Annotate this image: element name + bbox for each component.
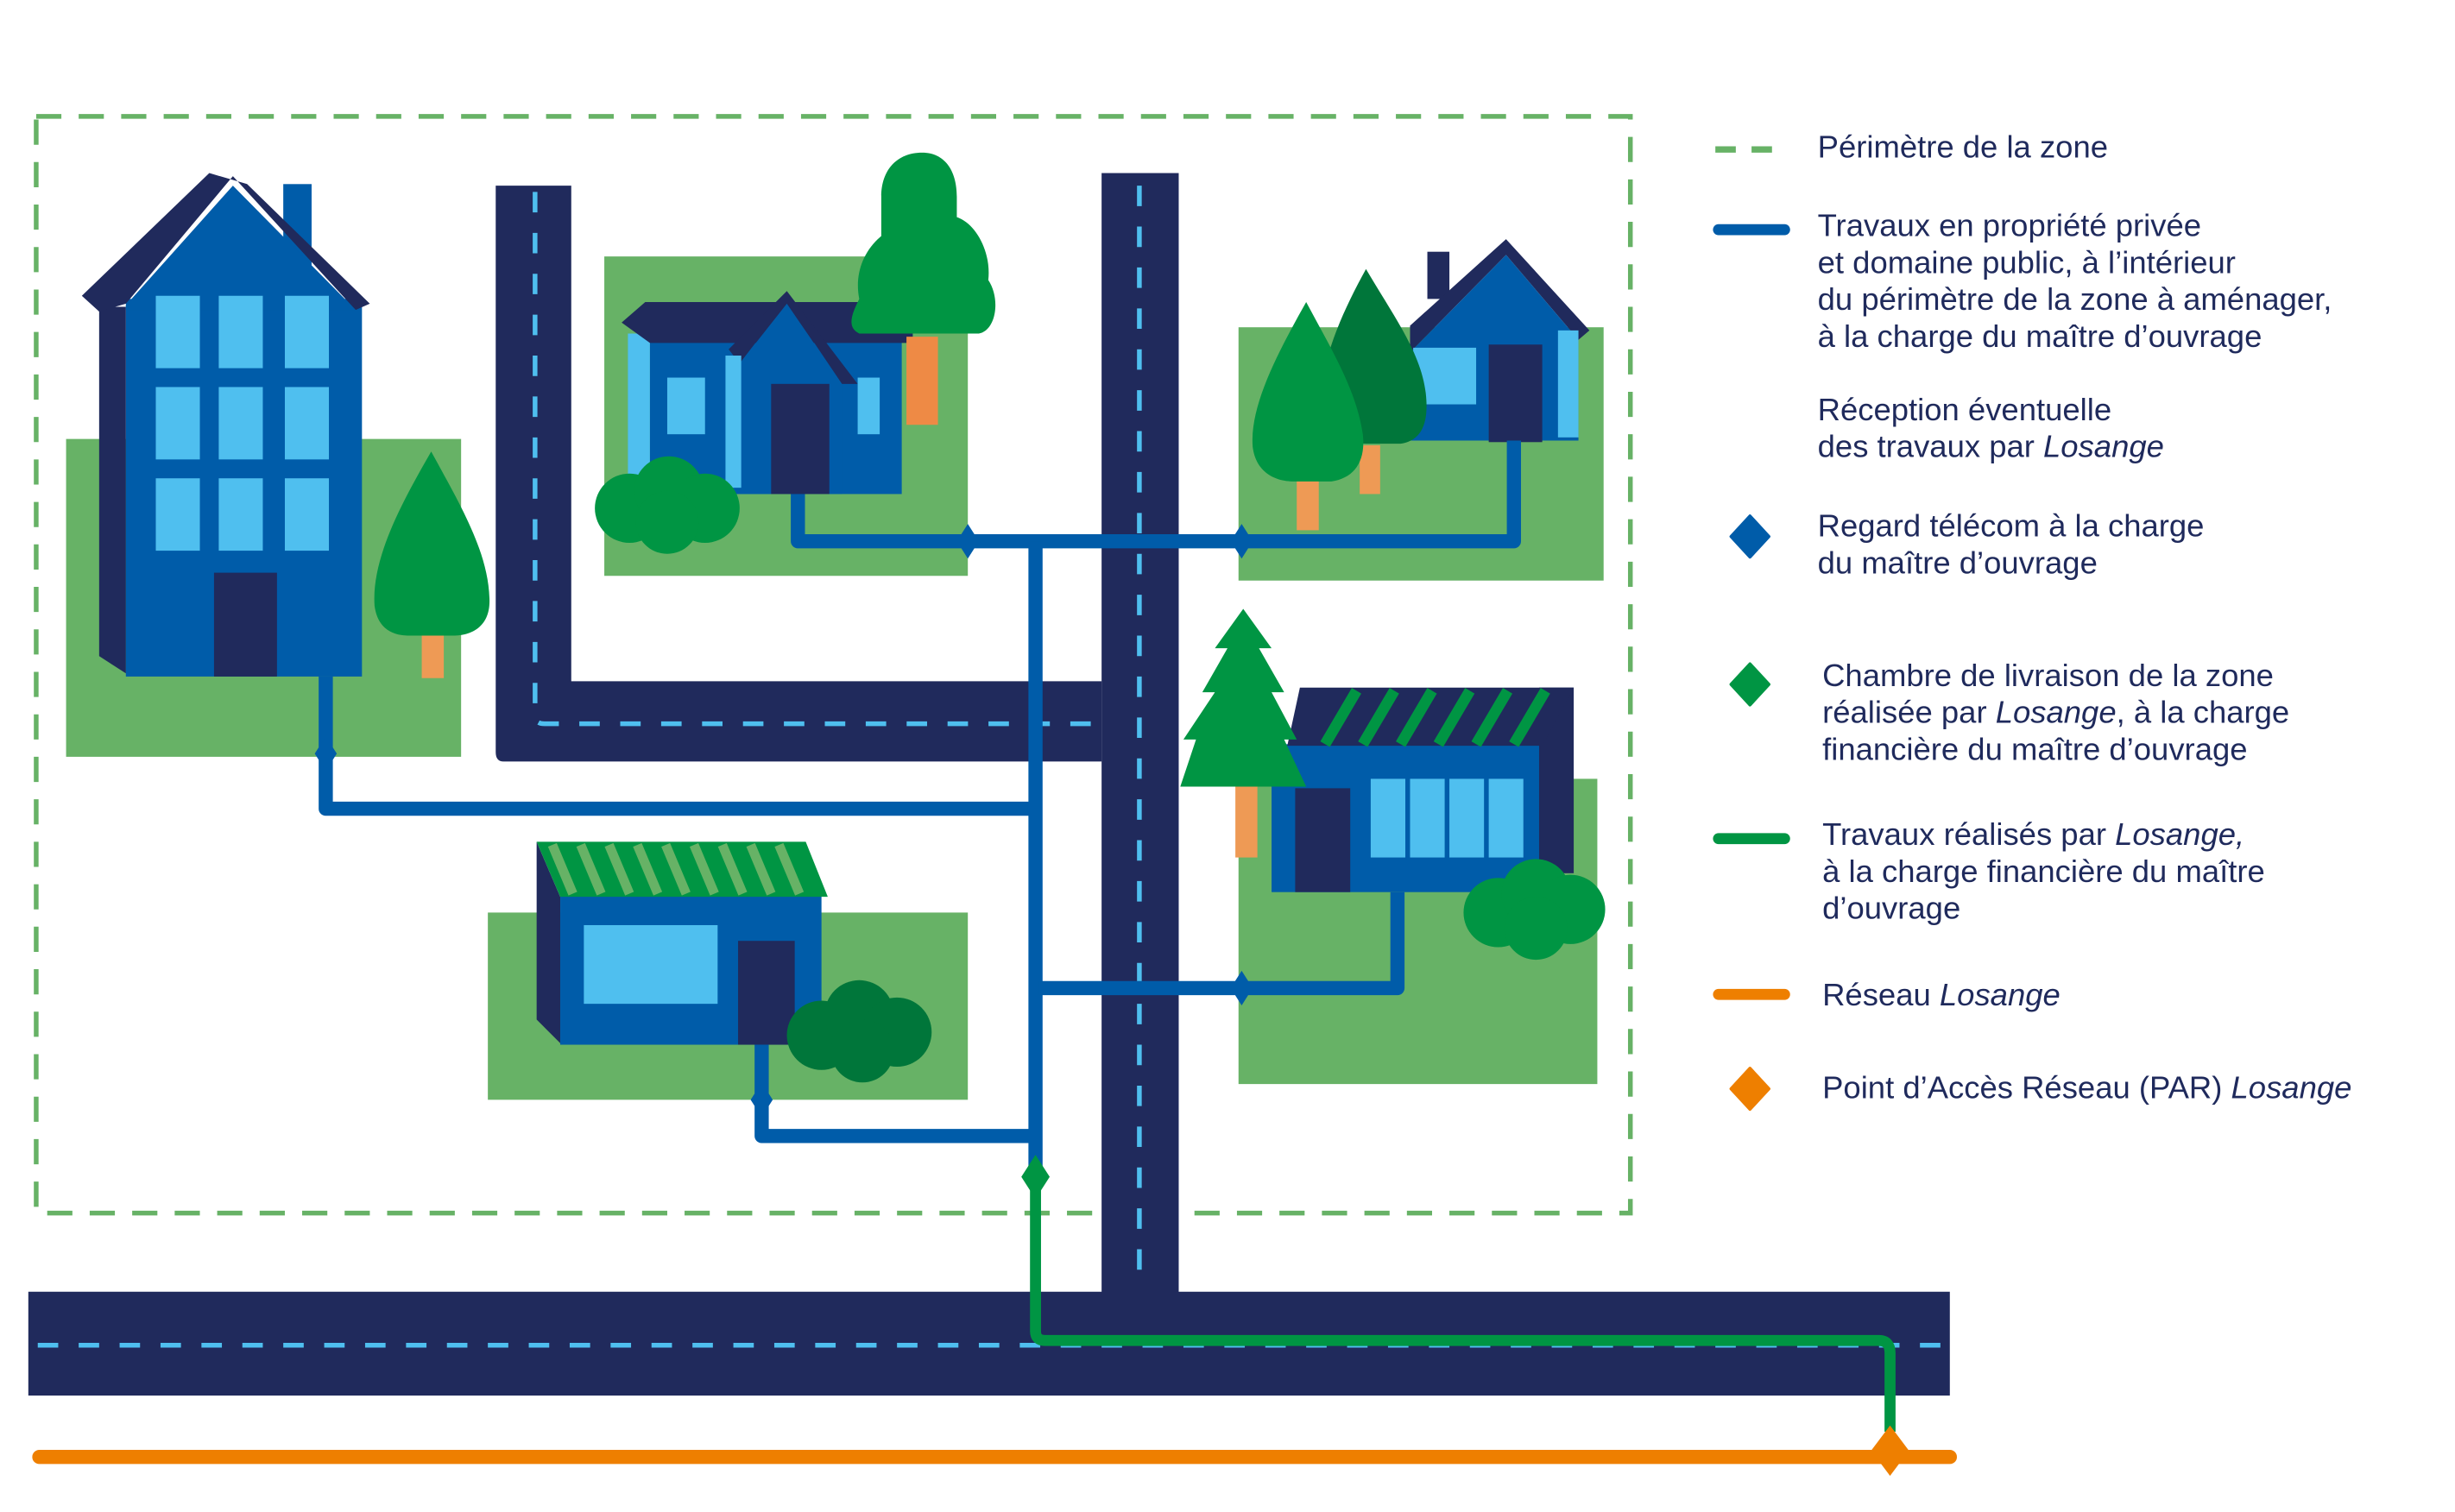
tree-icon <box>374 451 490 636</box>
l-shaped-road-marking <box>533 192 1102 727</box>
bush-icon <box>595 456 740 554</box>
shop-east-awning-stripes <box>1320 688 1550 747</box>
diamond-green-icon <box>1729 662 1770 707</box>
legend-item-travaux-losange: Travaux réalisés par Losange,à la charge… <box>1713 816 2265 926</box>
trees <box>374 152 1606 1083</box>
shop-east <box>1272 687 1575 892</box>
bush-icon <box>1463 859 1606 961</box>
zone-perimeter <box>34 114 1633 1216</box>
shop-east-windows <box>1370 778 1524 858</box>
tree-icon <box>851 152 996 334</box>
house-north-door <box>771 383 830 495</box>
apartment-windows <box>155 295 330 551</box>
legend-item-par: Point d’Accès Réseau (PAR) Losange <box>1729 1067 2351 1112</box>
diamond-blue-icon <box>1729 514 1770 559</box>
legend-label: Travaux réalisés par Losange,à la charge… <box>1822 816 2265 926</box>
apartment-building <box>81 173 370 677</box>
house-east <box>1410 239 1590 443</box>
shop-west-door <box>738 941 795 1045</box>
shop-west <box>536 841 828 1045</box>
bush-icon <box>786 980 932 1083</box>
legend-label: Point d’Accès Réseau (PAR) Losange <box>1822 1070 2351 1106</box>
diamond-orange-icon <box>1729 1067 1770 1112</box>
house-north <box>622 291 913 495</box>
telecom-manhole-diamond <box>750 1082 773 1118</box>
shop-west-awning-stripes <box>547 842 805 896</box>
house-east-door <box>1488 344 1543 443</box>
tree-icon <box>1252 302 1364 482</box>
shop-east-door <box>1295 788 1351 892</box>
delivery-chamber-diamond <box>1021 1155 1050 1200</box>
telecom-manhole-diamond <box>314 736 338 772</box>
apartment-door <box>213 572 277 677</box>
fir-tree-icon <box>1180 608 1307 787</box>
legend-label: Réseau Losange <box>1822 977 2061 1012</box>
network-access-point-diamond <box>1871 1425 1909 1477</box>
legend-item-perimetre: Périmètre de la zone <box>1715 129 2108 164</box>
legend-item-reseau: Réseau Losange <box>1713 977 2061 1012</box>
legend-label: Périmètre de la zone <box>1818 129 2108 164</box>
private-works-network <box>319 440 1522 1173</box>
losange-works-line <box>1030 1172 1896 1433</box>
